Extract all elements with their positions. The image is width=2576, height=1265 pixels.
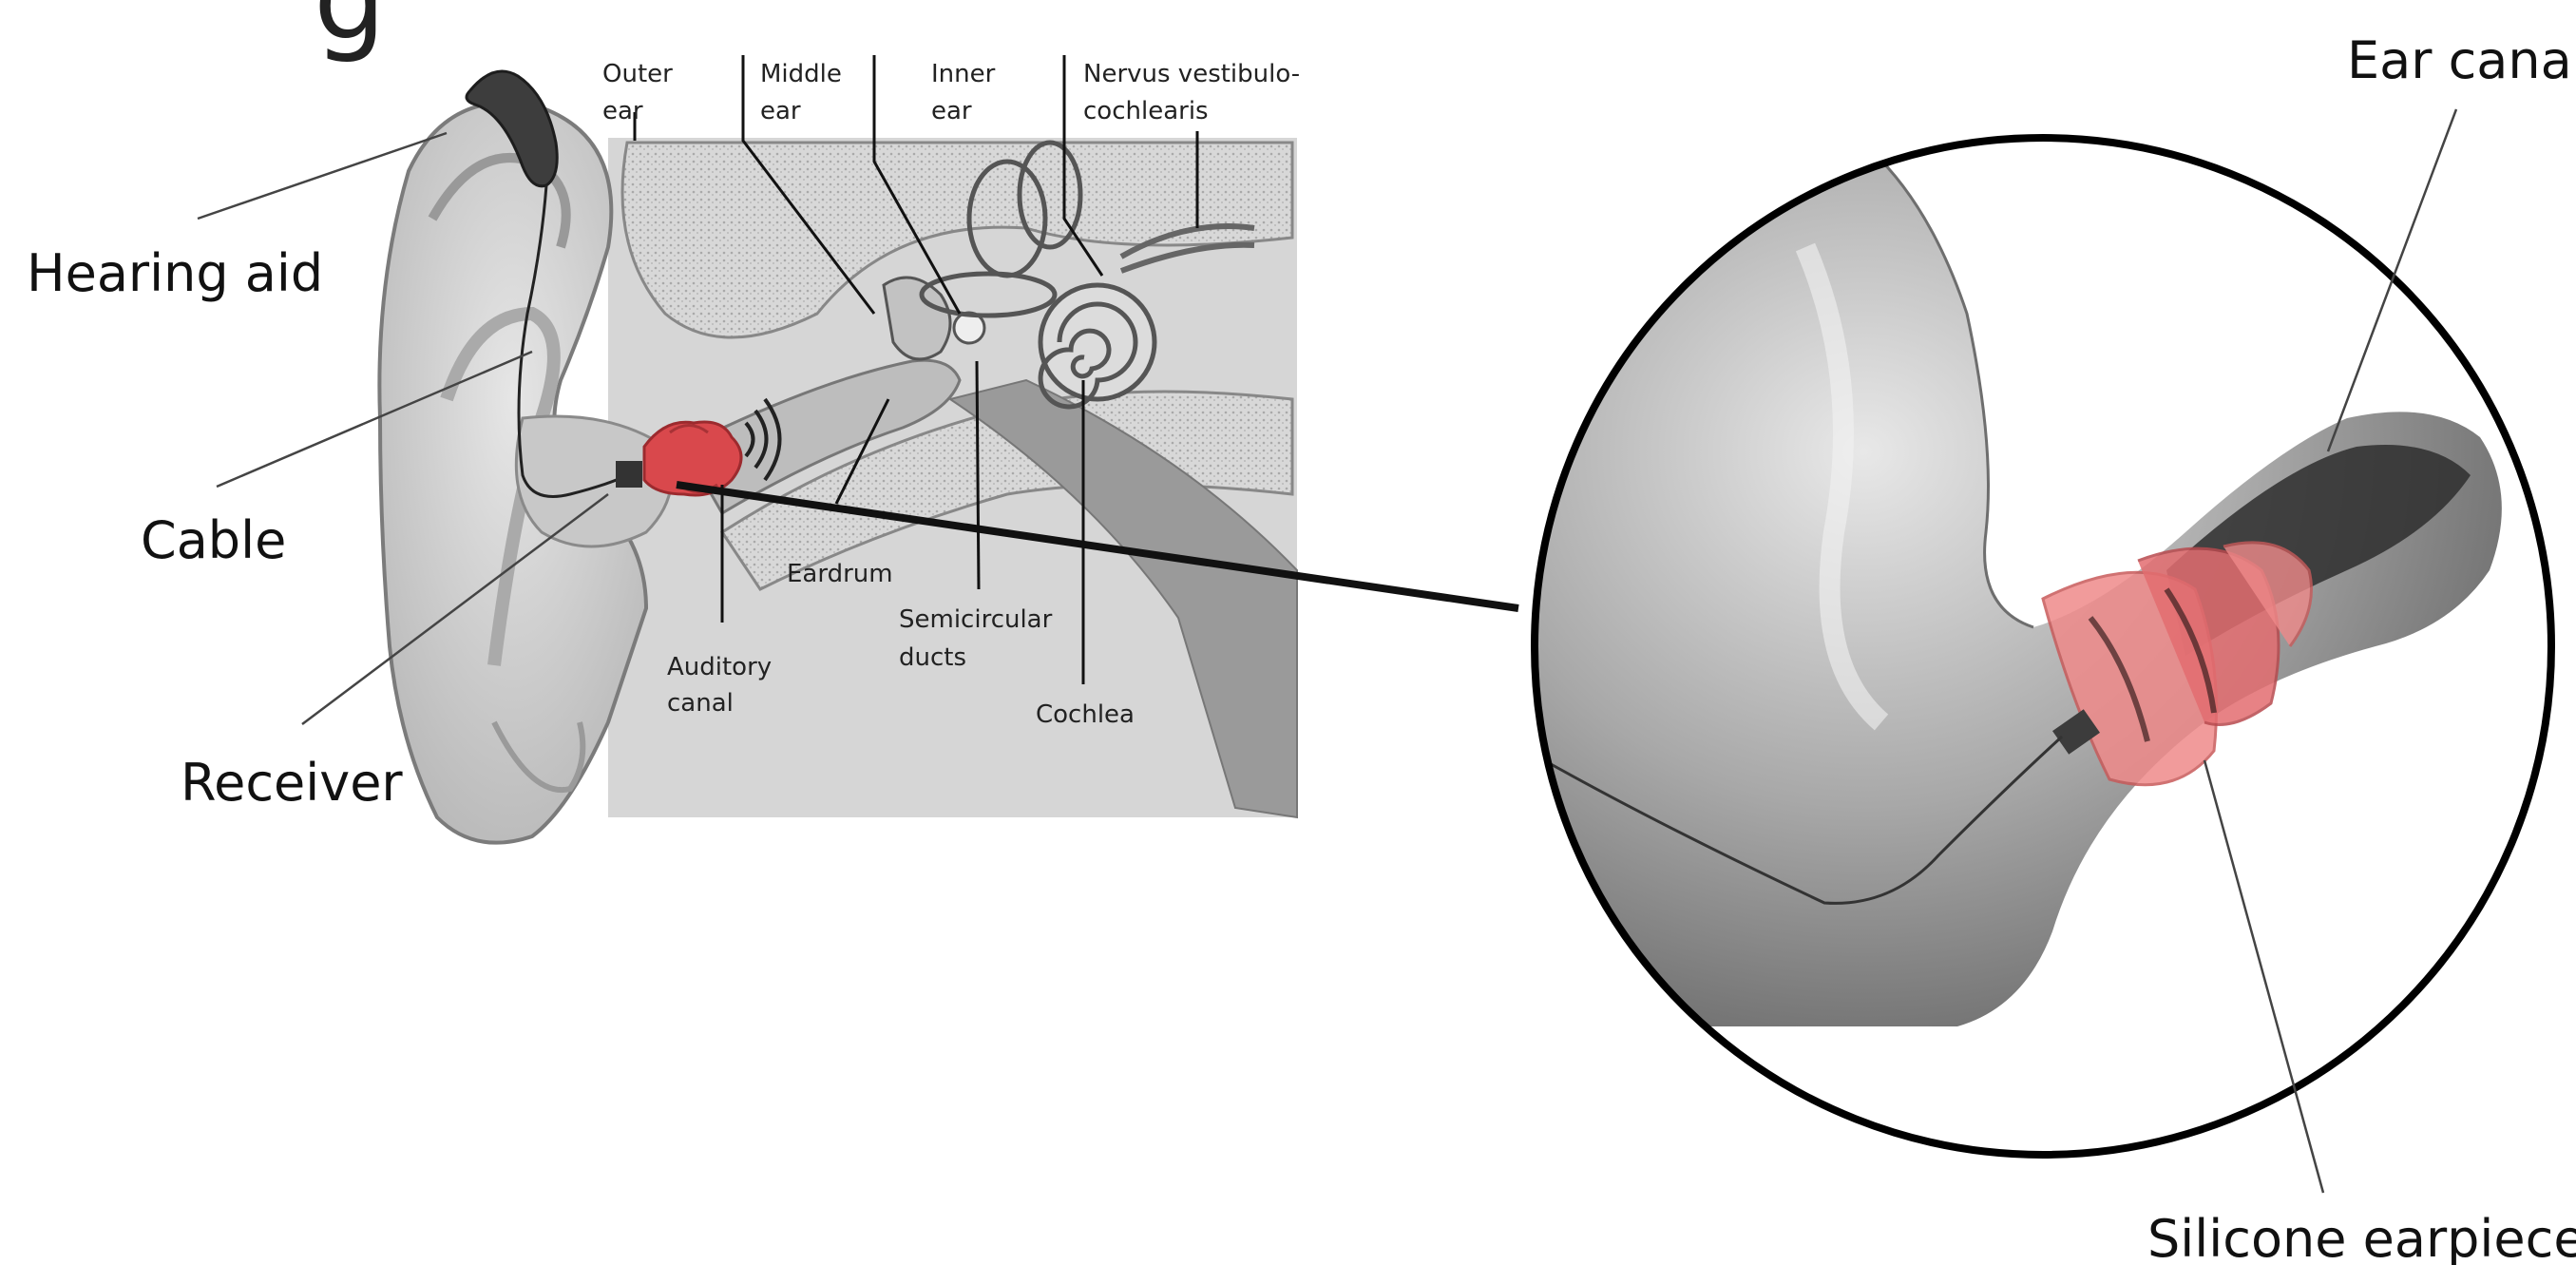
label-nervus-2: cochlearis — [1083, 97, 1209, 125]
label-auditory-canal-1: Auditory — [667, 653, 772, 681]
label-middle-ear-1: Middle — [760, 60, 842, 88]
label-receiver: Receiver — [181, 753, 403, 813]
label-middle-ear-2: ear — [760, 97, 801, 125]
label-outer-ear-2: ear — [602, 97, 643, 125]
label-hearing-aid: Hearing aid — [27, 243, 323, 303]
ear-anatomy-illustration — [379, 71, 1297, 843]
label-semicircular-1: Semicircular — [899, 605, 1053, 634]
receiver — [616, 461, 642, 488]
label-outer-ear-1: Outer — [602, 60, 673, 88]
label-cochlea: Cochlea — [1036, 700, 1135, 729]
label-eardrum: Eardrum — [787, 560, 893, 588]
label-inner-ear-1: Inner — [931, 60, 996, 88]
zoomed-ear-canal-view — [1520, 133, 2556, 1160]
label-auditory-canal-2: canal — [667, 689, 734, 718]
label-cable: Cable — [141, 510, 286, 570]
label-inner-ear-2: ear — [931, 97, 972, 125]
label-ear-canal: Ear canal — [2347, 30, 2576, 90]
label-semicircular-2: ducts — [899, 643, 966, 672]
label-silicone-earpiece: Silicone earpiece — [2147, 1209, 2576, 1265]
label-nervus-1: Nervus vestibulo- — [1083, 60, 1300, 88]
title-fragment: g — [314, 0, 386, 66]
